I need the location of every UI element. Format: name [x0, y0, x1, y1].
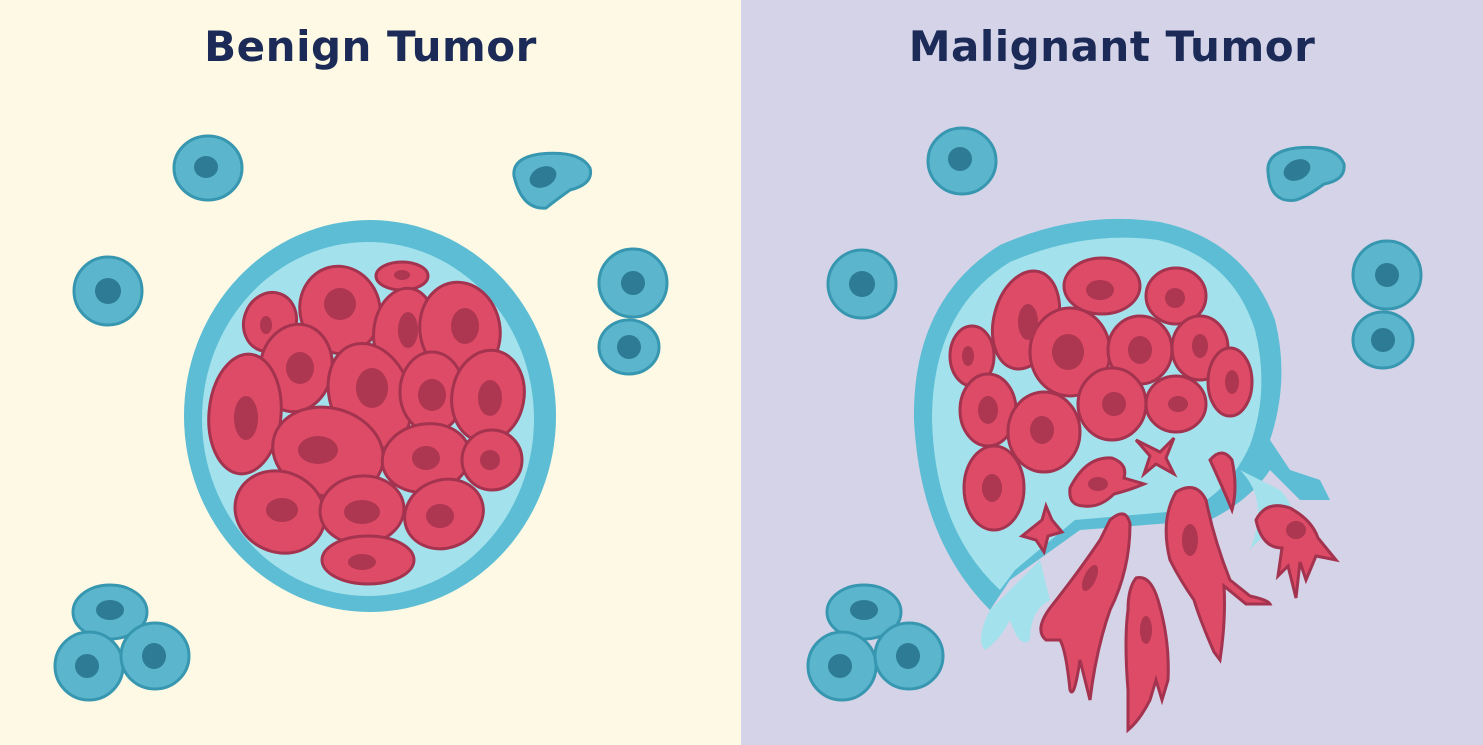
normal-cell: [597, 247, 669, 319]
tumor-cell-nuclei: [962, 280, 1239, 502]
tumor-cell-nuclei: [234, 270, 502, 570]
normal-cell: [826, 248, 898, 320]
capsule-strand: [981, 560, 1050, 650]
normal-cell: [53, 630, 125, 702]
malignant-panel: Malignant Tumor: [741, 0, 1483, 745]
benign-illustration: [0, 0, 741, 745]
normal-cell: [72, 255, 144, 327]
normal-cell: [172, 134, 244, 202]
malignant-title: Malignant Tumor: [908, 22, 1316, 71]
invasive-cell-nuclei: [1081, 477, 1306, 644]
benign-title: Benign Tumor: [204, 22, 537, 71]
normal-cell: [597, 318, 661, 376]
normal-cell: [873, 621, 945, 691]
normal-cell: [1351, 239, 1423, 311]
normal-cell: [825, 583, 903, 641]
benign-panel: Benign Tumor: [0, 0, 741, 745]
normal-cell: [926, 126, 998, 196]
normal-cell: [119, 621, 191, 691]
normal-cell: [806, 630, 878, 702]
normal-cell: [1351, 310, 1415, 370]
normal-cell: [1266, 145, 1346, 202]
malignant-illustration: [741, 0, 1483, 745]
normal-cell: [512, 151, 593, 210]
